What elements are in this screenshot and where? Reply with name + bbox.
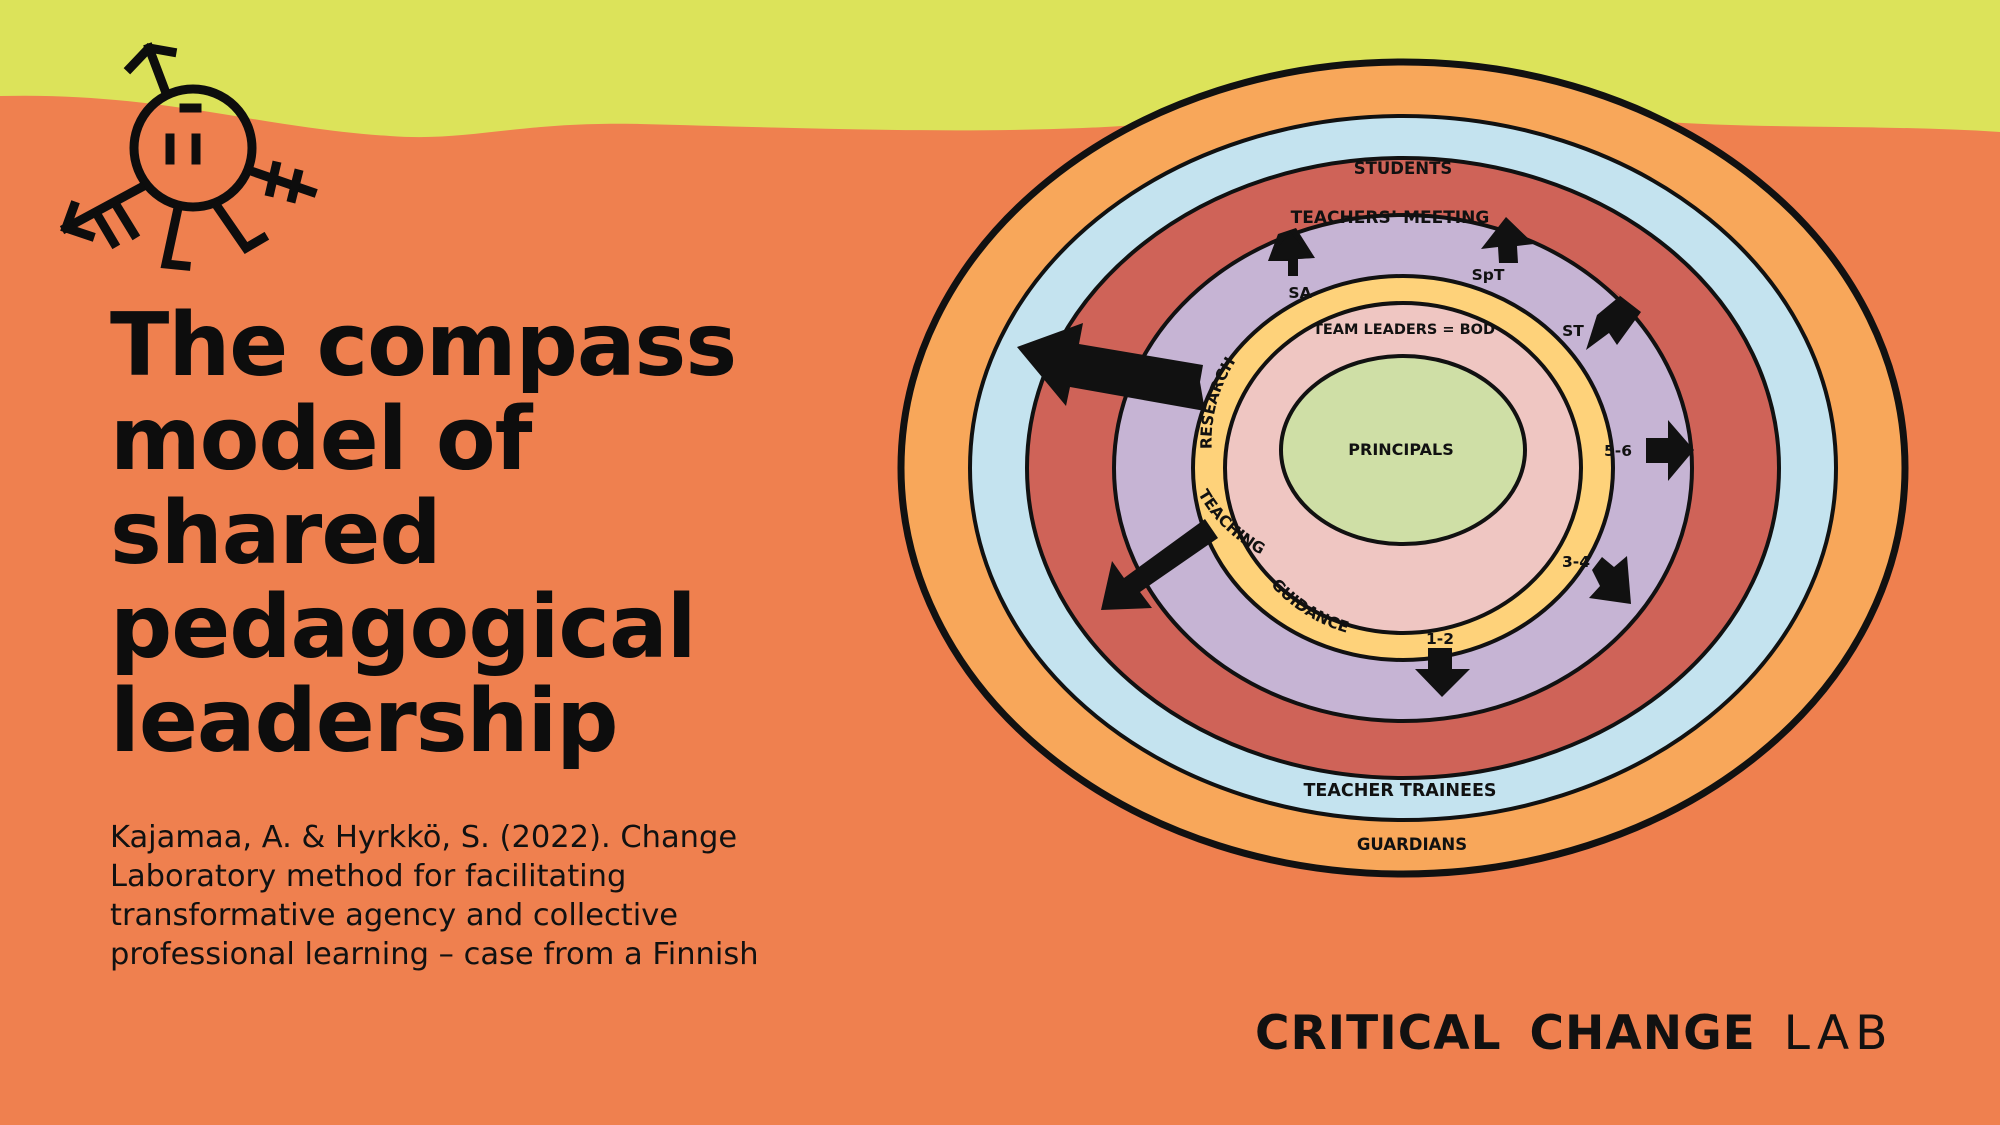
arrow-research: [1017, 323, 1205, 411]
logo-word-lab: LAB: [1783, 1005, 1894, 1061]
label-guardians: GUARDIANS: [1357, 835, 1467, 854]
label-principals: PRINCIPALS: [1348, 440, 1453, 459]
logo-word-change: CHANGE: [1529, 1005, 1756, 1061]
mascot-compass-icon: [59, 42, 318, 271]
title-line: The compass: [110, 294, 737, 396]
arrow-teaching: [1101, 519, 1218, 610]
label-teachers-meeting: TEACHERS’ MEETING: [1291, 208, 1490, 228]
citation-text: Kajamaa, A. & Hyrkkö, S. (2022). Change …: [110, 818, 870, 974]
citation-line: transformative agency and collective: [110, 898, 679, 933]
title-line: pedagogical: [110, 576, 697, 678]
citation-line: Kajamaa, A. & Hyrkkö, S. (2022). Change: [110, 820, 738, 855]
compass-model-diagram: GUARDIANS TEACHER TRAINEES STUDENTS TEAC…: [897, 58, 1909, 878]
title-line: model of: [110, 388, 532, 490]
label-team-leaders: TEAM LEADERS = BOD: [1313, 322, 1495, 338]
label-team-1-2: 1-2: [1426, 630, 1454, 648]
label-team-sa: SA: [1288, 284, 1311, 302]
arrow-1-2: [1415, 648, 1470, 697]
page-title: The compass model of shared pedagogical …: [110, 298, 890, 768]
arrow-sa-head: [1268, 232, 1312, 261]
label-team-st: ST: [1562, 322, 1584, 340]
label-team-spt: SpT: [1472, 266, 1505, 284]
critical-change-lab-logo: CRITICAL CHANGE LAB: [1255, 1003, 1893, 1063]
arrow-3-4: [1589, 556, 1631, 604]
label-team-5-6: 5-6: [1604, 442, 1632, 460]
ring-principals: [1279, 354, 1527, 546]
logo-word-critical: CRITICAL: [1255, 1005, 1502, 1061]
title-line: leadership: [110, 670, 619, 772]
arrow-st: [1586, 288, 1641, 350]
citation-line: professional learning – case from a Finn…: [110, 937, 759, 972]
arrow-5-6: [1646, 420, 1694, 481]
title-line: shared: [110, 482, 442, 584]
label-students: STUDENTS: [1354, 159, 1452, 178]
label-team-3-4: 3-4: [1562, 553, 1590, 571]
arrow-spt: [1481, 217, 1534, 263]
citation-line: Laboratory method for facilitating: [110, 859, 627, 894]
label-teacher-trainees: TEACHER TRAINEES: [1303, 781, 1496, 801]
